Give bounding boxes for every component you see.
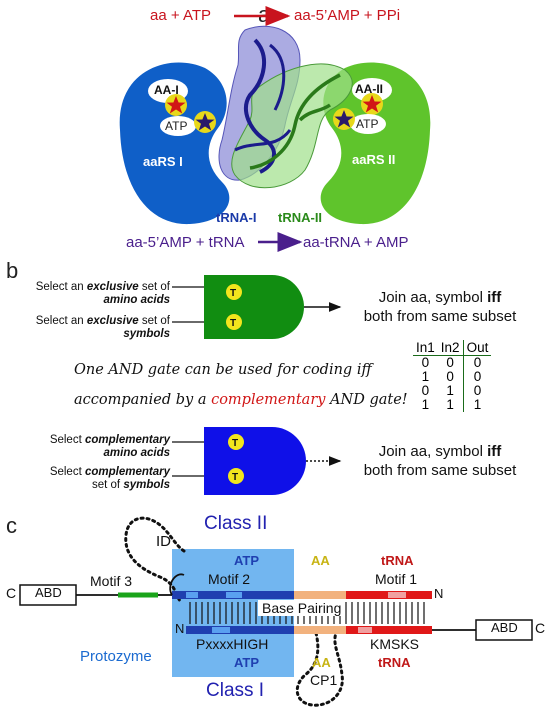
gate2-input2-text: Select complementary set of symbols [49,466,170,491]
and-gate-exclusive [204,275,304,339]
abd-left-label: ABD [35,585,62,600]
cp1-insertion-loop [295,631,344,707]
aars-i-label: aaRS I [143,154,183,169]
gate1-pin1-label: T [230,288,236,299]
aars-ii-label: aaRS II [352,152,395,167]
aa-i-star-icon [166,96,186,114]
trna-ii-label: tRNA-II [278,210,322,225]
gate1-pin1 [226,284,242,300]
c-terminus-left: C [6,585,17,601]
reaction-top-products: aa-5’AMP + PPi [294,7,400,24]
aa-bottom-segment [294,626,346,634]
trna-i-label: tRNA-I [216,210,256,225]
gate1-pin2 [226,314,242,330]
protozyme-label: Protozyme [80,648,152,665]
c-terminus-right: C [535,620,546,636]
gate1-input2-text: Select an exclusive set of symbols [35,315,170,340]
panel-b-letter: b [6,258,19,283]
aa-ii-pocket [352,78,392,102]
motif1-label: Motif 1 [375,571,418,587]
gate2-pin2 [228,468,244,484]
class1-label: Class I [206,680,265,701]
gate1-input1-text: Select an exclusive set of amino acids [35,281,170,306]
atp-left-pocket [160,116,196,136]
truth-table-header-out: Out [462,340,492,356]
note-line-1: One AND gate can be used for coding iff [74,362,372,378]
panel-b-figure: T T T T [172,275,342,495]
cp1-label: CP1 [310,672,338,688]
aa-top-label: AA [311,553,330,568]
and-gate-complementary [204,427,306,495]
pxxxxhigh-segment-light [212,627,230,633]
class2-hinge [169,573,185,596]
aa-ii-label: AA-II [355,82,383,96]
panel-c-letter: c [6,513,17,538]
kmsks-segment-light [358,627,372,633]
motif2-label: Motif 2 [208,571,251,587]
gate2-input1-text: Select complementary amino acids [49,434,170,459]
class2-label: Class II [204,513,268,534]
gate2-pin1 [228,434,244,450]
pxxxxhigh-segment [186,626,294,634]
n-terminus-top: N [434,586,444,601]
kmsks-label: KMSKS [370,636,420,652]
aa-bottom-label: AA [312,655,331,670]
panel-a-figure: aa + ATP aa-5’AMP + PPi aa-5’AMP + tRNA … [119,6,431,252]
atp-right-label: ATP [356,117,378,131]
gate2-output-text: Join aa, symbol iff both from same subse… [363,443,517,479]
motif2-segment-light1 [186,592,198,598]
motif2-segment-light2 [226,592,242,598]
atp-right-pocket [350,114,386,134]
atp-left-label: ATP [165,119,187,133]
truth-table-header-in1: In1 [413,340,438,356]
gate1-output-text: Join aa, symbol iff both from same subse… [363,289,517,325]
n-terminus-bottom: N [175,621,185,636]
panel-c-figure [19,516,533,707]
gate2-pin2-label: T [232,472,238,483]
abd-box-left [19,584,77,606]
trna-top-label: tRNA [381,553,414,568]
trna-i-backbone-2 [234,43,292,152]
aa-ii-star-icon [362,95,382,113]
motif1-segment-light [388,592,406,598]
aars-i-enzyme-shape [119,62,230,225]
abd-box-right [475,619,533,641]
pxxxxhigh-label: PxxxxHIGH [196,636,269,652]
reaction-top-reactants: aa + ATP [150,7,211,24]
atp-right-star-icon [334,110,354,128]
gate2-pin1-label: T [232,438,238,449]
note-line-2: accompanied by a complementary AND gate! [74,392,408,408]
gate1-pin2-label: T [230,318,236,329]
atp-left-star-icon [195,113,215,131]
trna-bottom-label: tRNA [378,655,411,670]
reaction-bottom-reactants: aa-5’AMP + tRNA [126,234,245,251]
aars-ii-enzyme-shape [320,62,431,225]
reaction-bottom-products: aa-tRNA + AMP [303,234,408,251]
truth-table-header-in2: In2 [437,340,464,356]
atp-bottom-label: ATP [234,655,260,670]
trna-ii-backbone [249,73,341,170]
motif3-label: Motif 3 [90,573,133,589]
aa-i-label: AA-I [154,83,179,97]
kmsks-segment [346,626,432,634]
base-pairing-label: Base Pairing [258,600,346,616]
id-label: ID [156,533,171,550]
abd-right-label: ABD [491,620,518,635]
aa-top-segment [294,591,346,599]
atp-top-label: ATP [234,553,260,568]
